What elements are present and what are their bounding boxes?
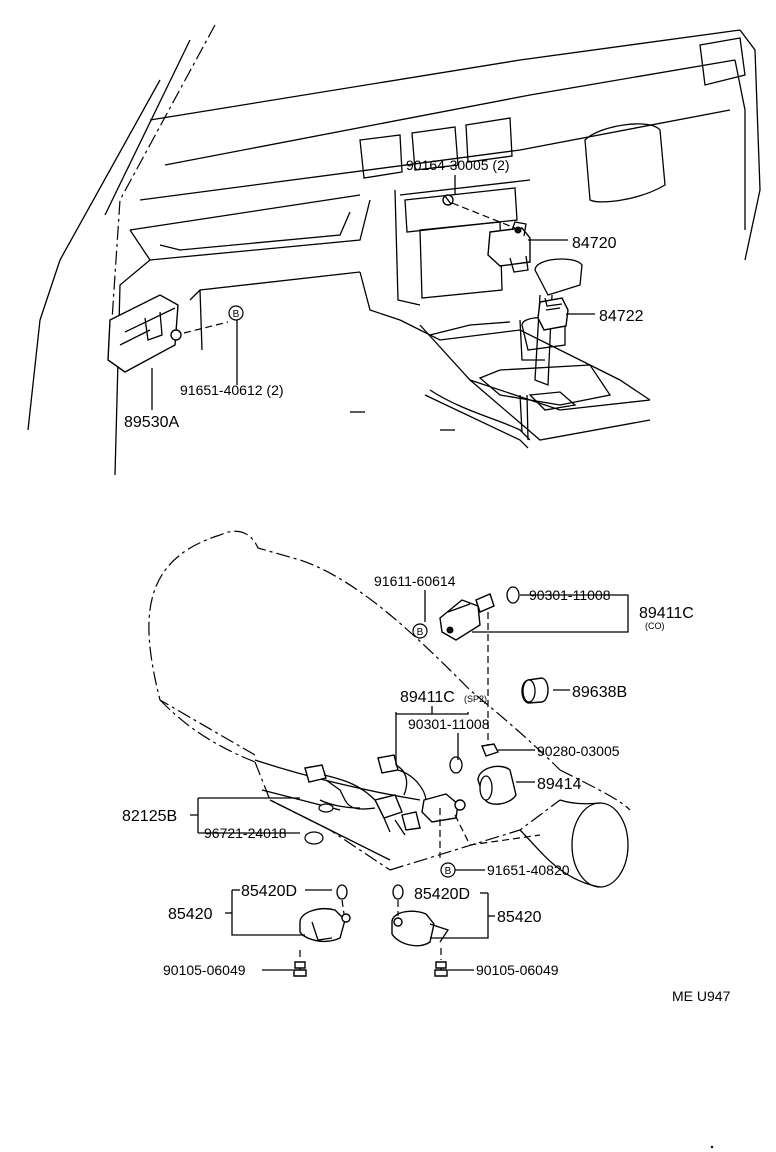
part-90105-bolt-left	[293, 961, 307, 977]
label-82125B: 82125B	[122, 808, 177, 825]
part-90301-oring-mid	[449, 756, 463, 774]
label-91651-40612: 91651-40612 (2)	[180, 382, 284, 398]
diagram-code: ME U947	[672, 988, 731, 1004]
label-co-note: (CO)	[645, 621, 665, 631]
label-91651-40820: 91651-40820	[487, 862, 570, 878]
svg-text:B: B	[417, 627, 424, 638]
label-90105-06049-left: 90105-06049	[163, 962, 246, 978]
lower-leader-lines	[190, 590, 629, 971]
label-89411C-co: 89411C	[639, 605, 694, 622]
part-90280-pin	[481, 743, 499, 757]
part-89411C-co-sensor	[439, 593, 495, 641]
label-90105-06049-right: 90105-06049	[476, 962, 559, 978]
label-91611-60614: 91611-60614	[374, 573, 456, 589]
label-90301-11008-top: 90301-11008	[529, 587, 611, 603]
scan-dot	[710, 1145, 714, 1149]
part-89638B	[521, 677, 549, 704]
label-sp2-note: (SP2)	[464, 694, 487, 704]
label-84722: 84722	[599, 308, 644, 325]
label-89638B: 89638B	[572, 684, 627, 701]
part-90164-screw	[442, 194, 454, 206]
ref-b-lower: B	[440, 862, 456, 878]
ref-b-sensor: B	[412, 623, 428, 639]
ref-b-upper: B	[228, 305, 244, 321]
label-89411C-sp2: 89411C	[400, 689, 455, 706]
part-82125B-harness	[304, 754, 427, 836]
label-84720: 84720	[572, 235, 617, 252]
part-84720-switch	[487, 221, 531, 273]
svg-text:B: B	[233, 309, 240, 320]
part-85420D-oring-right	[392, 884, 404, 900]
part-90301-oring-top	[506, 586, 520, 604]
part-96721-clamp	[304, 831, 324, 845]
part-89530A-ecu	[107, 294, 182, 373]
part-84722-switch	[537, 297, 569, 331]
part-85420-solenoid-left	[299, 908, 351, 942]
label-90301-11008-mid: 90301-11008	[408, 716, 490, 732]
part-89414-gear	[477, 765, 517, 805]
label-85420-left: 85420	[168, 906, 213, 923]
upper-leader-lines	[151, 175, 595, 410]
dashboard-drawing	[27, 24, 761, 476]
label-90280-03005: 90280-03005	[537, 743, 620, 759]
label-89414: 89414	[537, 776, 582, 793]
label-85420D-right: 85420D	[414, 886, 470, 903]
label-85420D-left: 85420D	[241, 883, 297, 900]
svg-text:B: B	[445, 866, 452, 877]
label-90164-30005: 90164-30005 (2)	[406, 157, 510, 173]
part-89411C-sp2-sensor	[421, 793, 466, 823]
part-85420-solenoid-right	[391, 910, 450, 947]
part-85420D-oring-left	[336, 884, 348, 900]
label-89530A: 89530A	[124, 414, 179, 431]
label-96721-24018: 96721-24018	[204, 825, 287, 841]
part-90105-bolt-right	[434, 961, 448, 977]
label-85420-right: 85420	[497, 909, 542, 926]
transmission-drawing	[148, 530, 631, 888]
